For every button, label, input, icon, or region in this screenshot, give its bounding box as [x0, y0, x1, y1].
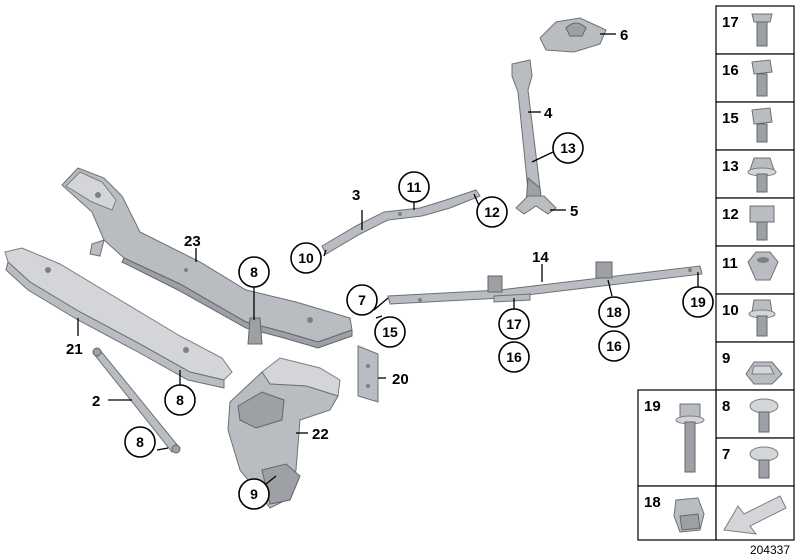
part-20-plate — [357, 345, 379, 403]
figure-number: 204337 — [750, 543, 790, 557]
svg-text:8: 8 — [136, 434, 144, 450]
svg-text:17: 17 — [506, 316, 522, 332]
callout-9: 9 — [238, 478, 270, 510]
callout-19: 19 — [682, 286, 714, 318]
label-6: 6 — [620, 27, 628, 44]
part-23-cross-member — [61, 167, 353, 349]
callout-15: 15 — [374, 316, 406, 348]
fastener-cell-11: 11 — [715, 245, 795, 295]
fastener-cell-7: 7 — [715, 437, 795, 487]
fastener-cell-19: 19 — [637, 389, 717, 487]
front-arrow-cell — [715, 485, 795, 541]
svg-text:11: 11 — [407, 179, 422, 195]
label-21: 21 — [66, 341, 83, 358]
callout-8-lower: 8 — [164, 384, 196, 416]
fastener-cell-9: 9 — [715, 341, 795, 391]
fastener-cell-13: 13 — [715, 149, 795, 199]
callout-16-right: 16 — [598, 330, 630, 362]
callout-18: 18 — [598, 296, 630, 328]
fastener-cell-17: 17 — [715, 5, 795, 55]
svg-text:18: 18 — [644, 494, 661, 511]
svg-text:12: 12 — [484, 204, 500, 220]
callout-7: 7 — [346, 284, 378, 316]
fastener-cell-18: 18 — [637, 485, 717, 541]
svg-text:18: 18 — [606, 304, 622, 320]
fastener-cell-10: 10 — [715, 293, 795, 343]
svg-text:16: 16 — [722, 62, 739, 79]
svg-text:15: 15 — [382, 324, 398, 340]
circled-callouts: 8 8 8 9 10 11 12 13 — [124, 132, 714, 510]
callout-16-left: 16 — [498, 341, 530, 373]
label-2: 2 — [92, 393, 100, 410]
svg-text:16: 16 — [606, 338, 622, 354]
svg-text:7: 7 — [722, 446, 730, 463]
part-5-bracket — [515, 195, 557, 215]
part-8-fitting — [247, 317, 263, 345]
callout-13: 13 — [552, 132, 584, 164]
part-21-lower-carrier — [4, 247, 233, 389]
callout-12: 12 — [476, 196, 508, 228]
svg-text:10: 10 — [722, 302, 739, 319]
part-3-bracket — [321, 189, 481, 255]
fastener-cell-12: 12 — [715, 197, 795, 247]
fastener-cell-16: 16 — [715, 53, 795, 103]
svg-text:8: 8 — [176, 392, 184, 408]
svg-text:15: 15 — [722, 110, 739, 127]
svg-text:19: 19 — [644, 398, 661, 415]
svg-text:11: 11 — [722, 255, 738, 272]
svg-text:12: 12 — [722, 206, 739, 223]
label-14: 14 — [532, 249, 549, 266]
svg-text:13: 13 — [722, 158, 739, 175]
part-14-cross-strut — [387, 261, 703, 305]
callout-8-bracket: 8 — [238, 256, 270, 288]
fastener-cell-8: 8 — [715, 389, 795, 439]
label-5: 5 — [570, 203, 578, 220]
callout-11: 11 — [398, 171, 430, 203]
fastener-cell-15: 15 — [715, 101, 795, 151]
callout-17: 17 — [498, 308, 530, 340]
svg-text:8: 8 — [722, 398, 730, 415]
svg-text:16: 16 — [506, 349, 522, 365]
part-6-clip — [539, 17, 607, 53]
svg-text:19: 19 — [690, 294, 706, 310]
svg-text:7: 7 — [358, 292, 366, 308]
front-direction-arrow-icon — [723, 495, 787, 535]
svg-text:8: 8 — [250, 264, 258, 280]
fastener-panel: 17 16 15 13 12 — [637, 5, 795, 541]
part-22-lock-carrier — [227, 357, 341, 509]
svg-text:9: 9 — [722, 350, 730, 367]
svg-text:17: 17 — [722, 14, 739, 31]
part-4-strut — [511, 59, 543, 205]
label-22: 22 — [312, 426, 329, 443]
callout-8-rod: 8 — [124, 426, 156, 458]
part-2-support-rod — [92, 347, 181, 454]
label-3: 3 — [352, 187, 360, 204]
svg-text:9: 9 — [250, 486, 258, 502]
label-4: 4 — [544, 105, 553, 122]
leader-lines — [77, 33, 699, 485]
label-23: 23 — [184, 233, 201, 250]
callout-10: 10 — [290, 242, 322, 274]
svg-text:10: 10 — [298, 250, 314, 266]
label-20: 20 — [392, 371, 409, 388]
plain-labels: 23 21 2 3 4 5 6 14 20 22 — [66, 27, 628, 443]
svg-text:13: 13 — [560, 140, 576, 156]
